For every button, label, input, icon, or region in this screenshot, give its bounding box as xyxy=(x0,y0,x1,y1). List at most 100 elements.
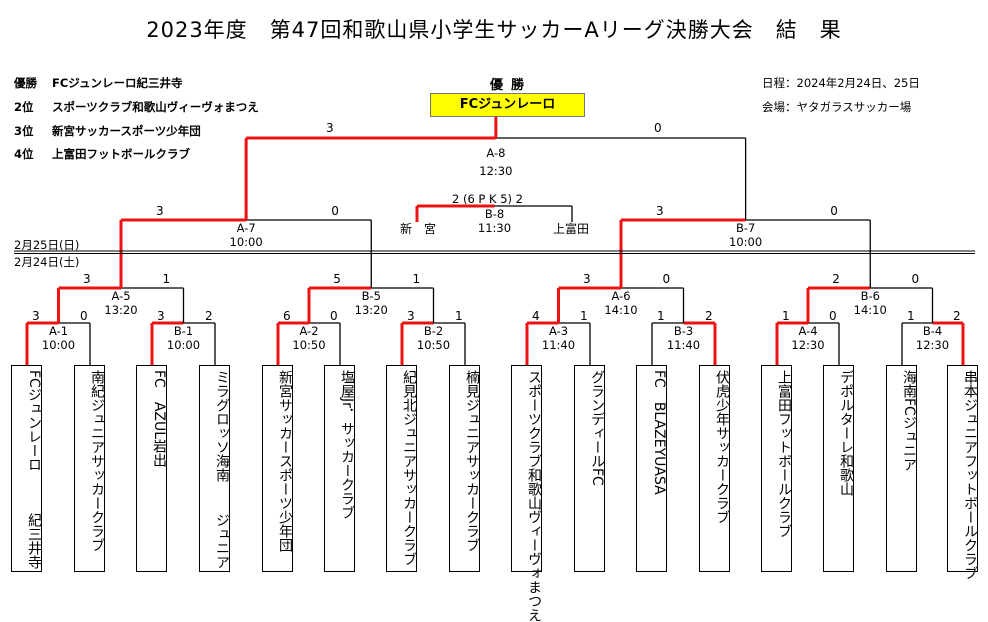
rank-team: 上富田フットボールクラブ xyxy=(52,147,190,161)
match-time: 11:40 xyxy=(666,338,701,352)
venue-info: 会場：ヤタガラスサッカー場 xyxy=(762,100,912,114)
match-id: A-6 xyxy=(611,289,631,303)
match-time: 10:00 xyxy=(729,235,763,249)
match-id: B-2 xyxy=(423,324,444,338)
score-left: 3 xyxy=(407,309,415,323)
team-box: 伏虎少年サッカークラブ xyxy=(699,365,730,572)
team-box: 上富田フットボールクラブ xyxy=(761,365,792,572)
team-name: 塩屋Jr．サッカークラブ xyxy=(339,370,355,520)
page-title: 2023年度 第47回和歌山県小学生サッカーAリーグ決勝大会 結 果 xyxy=(146,18,842,42)
match-time: 12:30 xyxy=(915,338,950,352)
rank-team: スポーツクラブ和歌山ヴィーヴォまつえ xyxy=(52,100,259,114)
match-id: A-7 xyxy=(236,221,256,235)
score-left: 3 xyxy=(326,121,334,135)
team-box: 塩屋Jr．サッカークラブ xyxy=(324,365,355,572)
team-name: FCジュンレーロ xyxy=(26,370,42,472)
match-time: 14:10 xyxy=(853,303,887,317)
team-box: ミラグロッソ海南ジュニア xyxy=(199,365,230,572)
score-left: 3 xyxy=(583,272,591,286)
score-right: 0 xyxy=(331,204,339,218)
score-right: 2 xyxy=(205,309,213,323)
team-name: ミラグロッソ海南 xyxy=(214,370,230,482)
rank-team: 新宮サッカースポーツ少年団 xyxy=(52,124,201,138)
score-right: 1 xyxy=(580,309,588,323)
team-name: 新宮サッカースポーツ少年団 xyxy=(277,370,293,552)
team-box: スポーツクラブ和歌山ヴィーヴォまつえ xyxy=(511,365,542,622)
score-left: 3 xyxy=(656,204,664,218)
score-left: 1 xyxy=(782,309,790,323)
match-id: A-2 xyxy=(299,324,319,338)
score-left: 3 xyxy=(32,309,40,323)
team-name: 上富田フットボールクラブ xyxy=(776,370,792,538)
score-right: 0 xyxy=(662,272,671,286)
team-box: 紀見北ジュニアサッカークラブ xyxy=(386,365,417,572)
team-name: 海南FCジュニア xyxy=(901,370,917,472)
score-left: 1 xyxy=(907,309,915,323)
match-time: 10:50 xyxy=(292,338,326,352)
day1-label: 2月24日(土) xyxy=(14,255,80,269)
team-name: 紀見北ジュニアサッカークラブ xyxy=(401,370,417,566)
team-name: 南紀ジュニアサッカークラブ xyxy=(89,370,105,552)
score-right: 2 xyxy=(953,309,961,323)
rank-pos: 優勝 xyxy=(14,76,37,90)
score-right: 1 xyxy=(455,309,463,323)
match-id: B-8 xyxy=(484,207,505,221)
score-left: 2 xyxy=(832,272,840,286)
score-left: 5 xyxy=(333,272,341,286)
match-time: 12:30 xyxy=(791,338,825,352)
match-id: B-5 xyxy=(361,289,381,303)
team-name: グランディールFC xyxy=(589,370,605,486)
rank-pos: 4位 xyxy=(14,147,34,161)
schedule-info: 日程：2024年2月24日、25日 xyxy=(762,76,920,90)
match-time: 11:40 xyxy=(541,338,576,352)
score-right: 0 xyxy=(80,309,88,323)
match-time: 11:30 xyxy=(477,221,512,235)
rank-pos: 3位 xyxy=(14,124,34,138)
match-id: A-1 xyxy=(48,324,69,338)
score-left: 1 xyxy=(657,309,665,323)
team-box: グランディールFC xyxy=(574,365,605,572)
rank-team: FCジュンレーロ紀三井寺 xyxy=(52,76,183,90)
team-name: FC BLAZEYUASA xyxy=(651,370,667,495)
score-right: 0 xyxy=(654,121,662,135)
match-id: B-7 xyxy=(735,221,756,235)
score-left: 3 xyxy=(83,272,91,286)
team-box: 海南FCジュニア xyxy=(886,365,917,572)
score-right: 0 xyxy=(330,309,338,323)
score-right: 0 xyxy=(911,272,920,286)
match-id: A-5 xyxy=(111,289,131,303)
team-name-suffix: ジュニア xyxy=(214,513,230,569)
match-id: B-1 xyxy=(173,324,194,338)
rank-pos: 2位 xyxy=(14,100,34,114)
team-box: 楠見ジュニアサッカークラブ xyxy=(449,365,480,572)
team-box: 串本ジュニアフットボールクラブ xyxy=(947,365,978,580)
match-id: B-3 xyxy=(673,324,694,338)
score-left: 6 xyxy=(283,309,291,323)
match-id: A-8 xyxy=(486,146,506,160)
team-box: FCジュンレーロ紀三井寺 xyxy=(11,365,42,572)
score-left: 3 xyxy=(157,309,165,323)
team-box: デポルターレ和歌山 xyxy=(823,365,854,572)
team-name: 串本ジュニアフットボールクラブ xyxy=(962,370,978,580)
team-box: 南紀ジュニアサッカークラブ xyxy=(74,365,105,572)
score-right: 1 xyxy=(162,272,171,286)
match-time: 10:50 xyxy=(416,338,451,352)
score-left: 3 xyxy=(156,204,164,218)
team-name: 伏虎少年サッカークラブ xyxy=(714,370,730,524)
match-id: B-6 xyxy=(860,289,880,303)
day2-label: 2月25日(日) xyxy=(14,238,80,252)
match-time: 10:00 xyxy=(229,235,263,249)
team-name: デポルターレ和歌山 xyxy=(838,370,854,496)
score-right: 1 xyxy=(412,272,421,286)
champion-box: FCジュンレーロ xyxy=(430,93,585,117)
match-id: A-4 xyxy=(798,324,818,338)
champion-label: 優勝 xyxy=(490,78,533,93)
team-name-suffix: 紀三井寺 xyxy=(26,513,42,569)
ranking-4: 4位 上富田フットボールクラブ xyxy=(14,146,190,162)
third-place-left-team: 新 宮 xyxy=(400,222,437,236)
match-time: 10:00 xyxy=(41,338,76,352)
match-id: A-3 xyxy=(548,324,569,338)
match-time: 14:10 xyxy=(604,303,638,317)
score-left: 4 xyxy=(532,309,540,323)
match-time: 12:30 xyxy=(479,164,513,178)
